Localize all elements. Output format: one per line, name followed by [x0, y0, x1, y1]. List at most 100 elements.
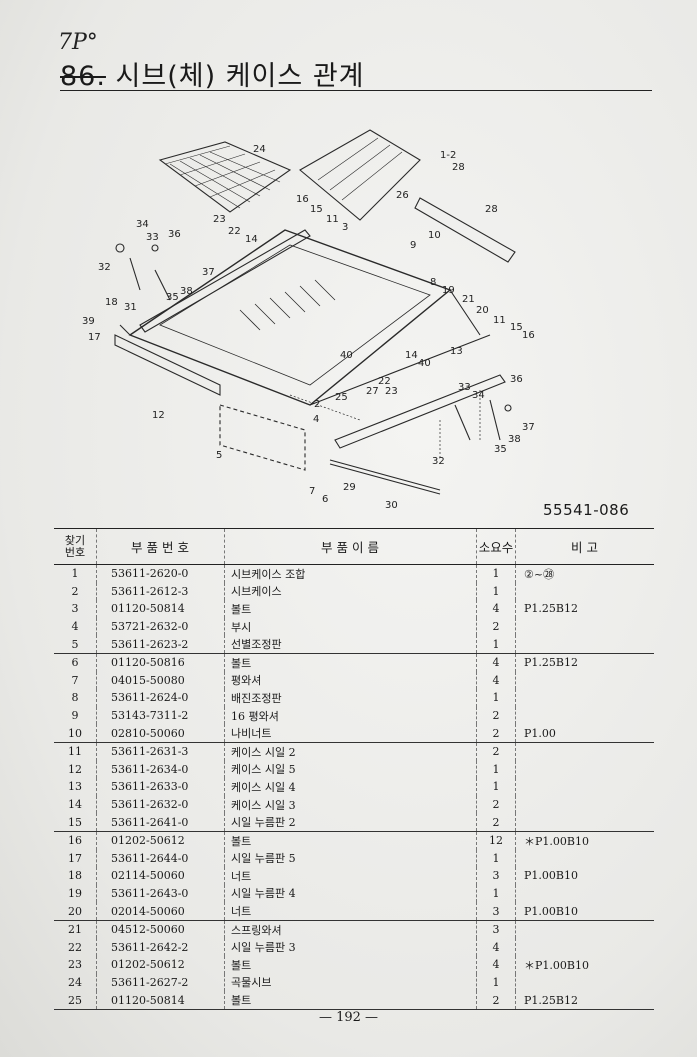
callout: 19 — [442, 285, 455, 296]
callout: 38 — [180, 286, 193, 297]
row-quantity: 2 — [476, 742, 516, 761]
callout: 12 — [152, 410, 165, 421]
callout: 29 — [343, 482, 356, 493]
callout: 23 — [385, 386, 398, 397]
row-part-number: 53611-2643-0 — [96, 884, 225, 903]
row-part-name: 나비너트 — [224, 724, 477, 743]
row-part-number: 02114-50060 — [96, 867, 225, 885]
row-remarks: P1.25B12 — [515, 991, 654, 1010]
row-remarks: P1.00B10 — [515, 867, 654, 885]
callout: 14 — [245, 234, 258, 245]
row-number: 15 — [54, 813, 97, 832]
callout: 39 — [82, 316, 95, 327]
row-quantity: 12 — [476, 831, 516, 850]
row-quantity: 1 — [476, 635, 516, 654]
row-quantity: 4 — [476, 938, 516, 957]
row-part-name: 시일 누름판 4 — [224, 884, 477, 903]
row-part-name: 시일 누름판 3 — [224, 938, 477, 957]
callout: 8 — [430, 277, 436, 288]
row-remarks — [515, 617, 654, 636]
row-number: 9 — [71, 709, 79, 723]
callout: 3 — [342, 222, 348, 233]
row-number: 25 — [54, 991, 97, 1010]
row-quantity: 1 — [476, 760, 516, 779]
row-part-name: 시일 누름판 5 — [224, 849, 477, 868]
callout: 28 — [452, 162, 465, 173]
row-part-name: 너트 — [224, 902, 477, 921]
row-part-name: 케이스 시일 3 — [224, 795, 477, 814]
row-number: 13 — [68, 780, 82, 794]
row-number: 4 — [71, 620, 79, 634]
callout: 30 — [385, 500, 398, 511]
row-part-name: 너트 — [224, 867, 477, 885]
chaff-sieve-part — [299, 129, 421, 221]
row-part-number: 53611-2633-0 — [96, 778, 225, 796]
row-remarks: P1.00 — [515, 724, 654, 743]
row-part-number: 53611-2627-2 — [96, 973, 225, 992]
row-part-number: 01202-50612 — [96, 831, 225, 850]
callout: 23 — [213, 214, 226, 225]
row-remarks: ＊P1.00B10 — [515, 831, 654, 850]
row-number: 6 — [71, 656, 79, 670]
row-part-number: 53611-2623-2 — [96, 635, 225, 654]
callout: 36 — [168, 229, 181, 240]
row-quantity: 4 — [476, 600, 516, 618]
row-number: 20 — [54, 902, 97, 921]
callout: 16 — [296, 194, 309, 205]
row-part-name: 16 평와셔 — [224, 706, 477, 725]
row-number: 3 — [71, 602, 79, 616]
callout: 37 — [202, 267, 215, 278]
row-part-number: 53611-2631-3 — [96, 742, 225, 761]
section-number: 86. — [60, 61, 106, 92]
row-number: 1 — [71, 567, 79, 581]
callout: 15 — [510, 322, 523, 333]
row-quantity: 1 — [476, 582, 516, 601]
row-quantity: 2 — [476, 724, 516, 743]
row-remarks — [515, 884, 654, 903]
callout: 36 — [510, 374, 523, 385]
row-quantity: 1 — [476, 564, 516, 583]
callout: 4 — [313, 414, 319, 425]
row-remarks — [515, 778, 654, 796]
row-part-name: 스프링와셔 — [224, 920, 477, 939]
row-quantity: 2 — [476, 795, 516, 814]
callout: 6 — [322, 494, 328, 505]
row-part-name: 볼트 — [224, 653, 477, 672]
diagram-drawing — [114, 129, 516, 495]
row-part-number: 01202-50612 — [96, 956, 225, 974]
callout: 27 — [366, 386, 379, 397]
callout: 9 — [410, 240, 416, 251]
row-part-number: 53611-2641-0 — [96, 813, 225, 832]
diagram-callouts: 24 1-2 28 26 28 16 15 11 3 9 10 23 22 14… — [82, 144, 535, 511]
callout: 32 — [98, 262, 111, 273]
row-part-number: 53611-2624-0 — [96, 689, 225, 707]
row-remarks — [515, 582, 654, 601]
row-part-number: 04015-50080 — [96, 671, 225, 690]
header-remarks: 비 고 — [515, 528, 654, 565]
rod-part — [329, 459, 441, 491]
row-number: 16 — [68, 834, 82, 848]
callout: 35 — [494, 444, 507, 455]
row-number: 2 — [71, 584, 79, 598]
row-part-number: 53611-2632-0 — [96, 795, 225, 814]
row-part-number: 01120-50814 — [96, 991, 225, 1010]
callout: 32 — [432, 456, 445, 467]
row-remarks — [515, 795, 654, 814]
row-number: 12 — [68, 762, 82, 776]
row-part-number: 53721-2632-0 — [96, 617, 225, 636]
callout: 20 — [476, 305, 489, 316]
